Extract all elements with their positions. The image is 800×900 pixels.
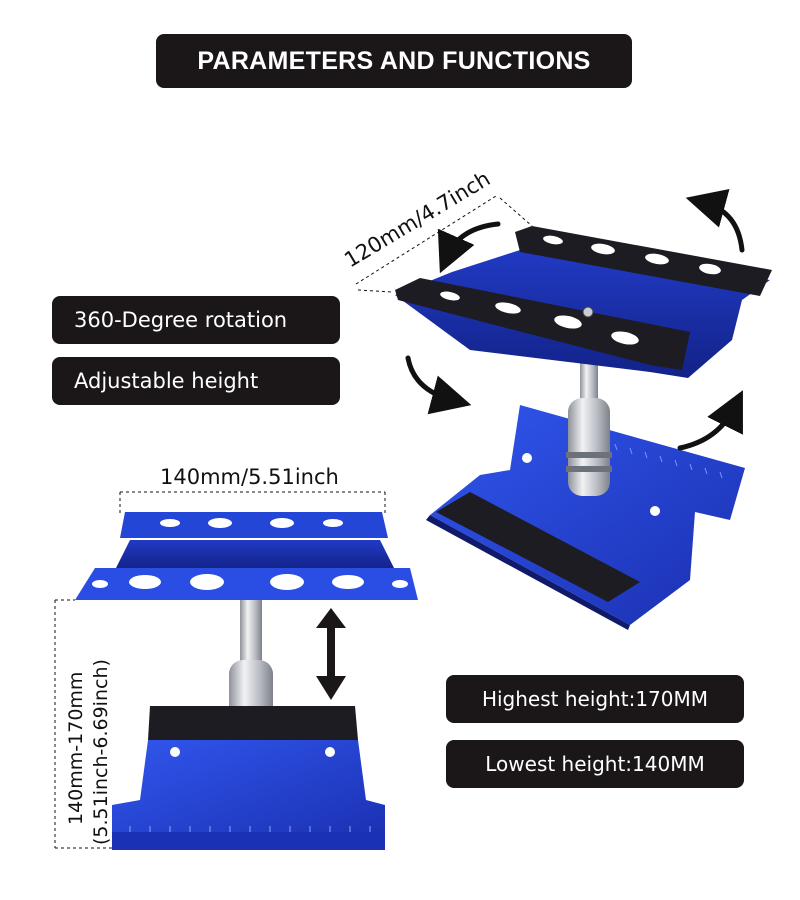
svg-text:140mm/5.51inch: 140mm/5.51inch — [160, 465, 339, 489]
top-pad-back — [515, 226, 772, 296]
feature-label-rotation: 360-Degree rotation — [52, 296, 340, 344]
spec-label-lowest: Lowest height:140MM — [446, 740, 744, 788]
top-plate-back — [120, 512, 388, 538]
top-pad-front — [395, 278, 690, 370]
page-title: PARAMETERS AND FUNCTIONS — [156, 34, 632, 88]
post-rod — [240, 600, 262, 670]
base-pad — [436, 492, 640, 602]
dimension-height-range: 140mm-170mm (5.51inch-6.69inch) — [54, 599, 112, 849]
feature-label-height: Adjustable height — [52, 357, 340, 405]
base-plate — [112, 740, 385, 846]
dimension-front-width: 140mm/5.51inch — [119, 465, 386, 514]
height-arrow-icon — [316, 608, 346, 700]
base-pad — [148, 706, 358, 740]
rotated-stand — [395, 226, 772, 630]
spec-label-highest: Highest height:170MM — [446, 675, 744, 723]
svg-text:120mm/4.7inch: 120mm/4.7inch — [340, 166, 494, 272]
rotate-arrow-icon — [405, 188, 745, 451]
post-knob — [568, 398, 610, 496]
front-stand — [75, 512, 418, 850]
svg-text:140mm-170mm: 140mm-170mm — [65, 672, 87, 825]
svg-text:(5.51inch-6.69inch): (5.51inch-6.69inch) — [90, 659, 112, 845]
base-plate — [430, 405, 745, 625]
top-plate-front — [75, 568, 418, 600]
